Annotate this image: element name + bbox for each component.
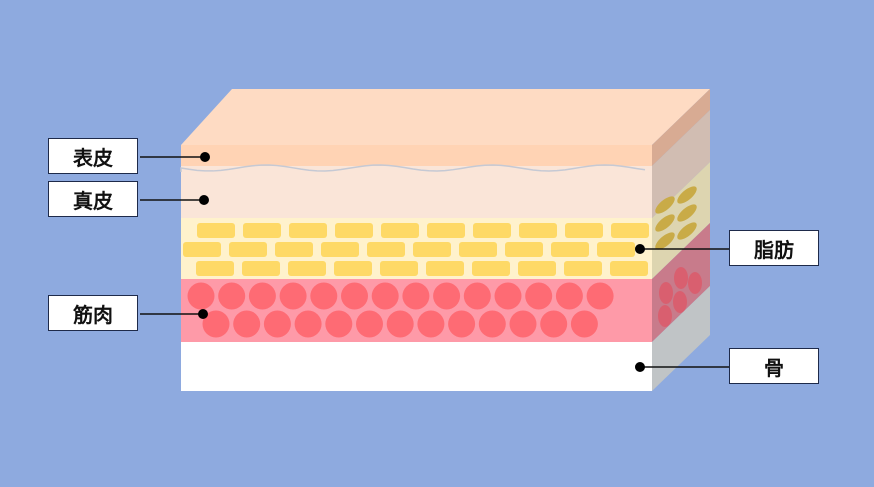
label-fat: 脂肪 [729, 230, 819, 266]
muscle-cell [341, 282, 368, 310]
muscle-cell [248, 282, 276, 310]
muscle-cell [555, 282, 583, 310]
side-fat-cell [655, 196, 675, 214]
muscle-cell [478, 310, 506, 338]
side-bone [652, 286, 710, 391]
fat-cell [472, 261, 510, 276]
layer-bone [181, 342, 652, 391]
muscle-cell [433, 282, 461, 310]
fat-cell [518, 261, 556, 276]
muscle-cell [417, 310, 445, 338]
fat-cell [334, 261, 372, 276]
muscle-cell [494, 282, 522, 310]
muscle-cell [279, 282, 307, 310]
fat-cell [610, 261, 648, 276]
leader-dot [635, 244, 645, 254]
side-dermis [652, 110, 710, 218]
label-bone-text: 骨 [764, 355, 784, 380]
side-muscle-cell [674, 267, 688, 289]
fat-cell [564, 261, 602, 276]
fat-cell [289, 223, 327, 238]
fat-cell [426, 261, 464, 276]
muscle-cell [463, 282, 491, 310]
fat-cell [229, 242, 267, 257]
muscle-cell [202, 310, 230, 338]
fat-cell [459, 242, 497, 257]
layer-epidermis [181, 145, 652, 166]
muscle-cell [325, 310, 353, 338]
fat-cell [597, 242, 635, 257]
fat-cell [335, 223, 373, 238]
label-dermis: 真皮 [48, 181, 138, 217]
side-fat-cell [677, 222, 697, 240]
fat-cell [551, 242, 589, 257]
side-fat-cell [677, 204, 697, 222]
layer-dermis [181, 166, 652, 218]
muscle-cell [570, 310, 598, 338]
muscle-cell [356, 310, 383, 338]
label-muscle-text: 筋肉 [73, 302, 113, 327]
muscle-cell [586, 282, 614, 310]
fat-cell [243, 223, 281, 238]
fat-cell [197, 223, 235, 238]
muscle-cell [263, 310, 291, 338]
fat-cell [473, 223, 511, 238]
fat-cell [381, 223, 419, 238]
label-epidermis-text: 表皮 [73, 145, 113, 170]
muscle-cell [509, 310, 537, 338]
muscle-cell [294, 310, 322, 338]
leader-dot [635, 362, 645, 372]
muscle-cell [448, 310, 476, 338]
muscle-cell [540, 310, 568, 338]
side-fat-cell [655, 214, 675, 232]
label-dermis-text: 真皮 [73, 188, 113, 213]
muscle-cell [386, 310, 414, 338]
muscle-cell [187, 282, 215, 310]
muscle-cell [402, 282, 430, 310]
label-bone: 骨 [729, 348, 819, 384]
side-muscle-cell [688, 272, 702, 294]
leader-dot [199, 195, 209, 205]
label-epidermis: 表皮 [48, 138, 138, 174]
muscle-cell [525, 282, 553, 310]
fat-cell [611, 223, 649, 238]
side-fat-cell [655, 232, 675, 250]
dermis-wave [180, 164, 646, 172]
side-muscle-cell [658, 305, 672, 327]
fat-cell [242, 261, 280, 276]
muscle-cell [218, 282, 246, 310]
fat-cell [413, 242, 451, 257]
muscle-cell [233, 310, 261, 338]
fat-cell [196, 261, 234, 276]
leader-dot [198, 309, 208, 319]
side-muscle-cell [673, 291, 687, 313]
leader-dot [200, 152, 210, 162]
fat-cell [427, 223, 465, 238]
fat-cell [275, 242, 313, 257]
fat-cell [183, 242, 221, 257]
fat-cell [288, 261, 326, 276]
side-muscle-cell [659, 282, 673, 304]
fat-cell [505, 242, 543, 257]
fat-cell [321, 242, 359, 257]
top-face [181, 89, 710, 145]
label-muscle: 筋肉 [48, 295, 138, 331]
fat-cell [519, 223, 557, 238]
muscle-cell [371, 282, 399, 310]
fat-cell [367, 242, 405, 257]
muscle-cell [310, 282, 338, 310]
side-fat-cell [677, 186, 697, 204]
label-fat-text: 脂肪 [754, 237, 794, 262]
side-epidermis [652, 89, 710, 166]
fat-cell [380, 261, 418, 276]
fat-cell [565, 223, 603, 238]
